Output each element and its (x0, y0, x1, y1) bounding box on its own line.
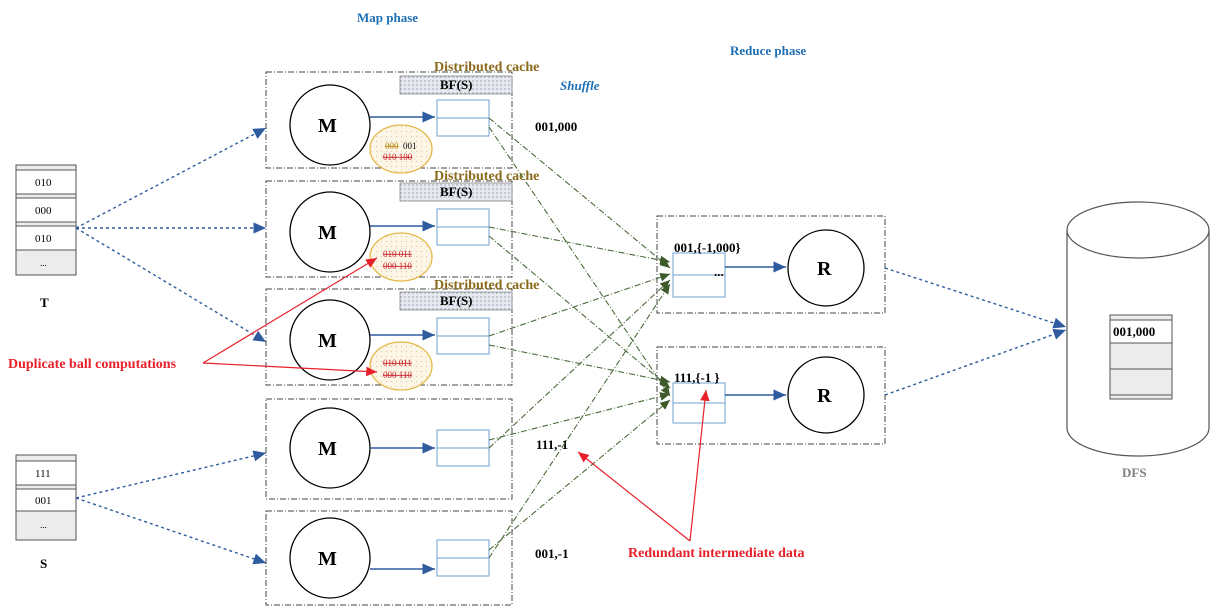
reducer-buffers (672, 252, 726, 424)
dfs-storage: 001,000 DFS (1066, 201, 1210, 480)
mapper-label: M (318, 115, 337, 137)
mapper-label: M (318, 330, 337, 352)
mapper-2: M (289, 191, 371, 273)
mapper-1: M (289, 84, 371, 166)
table-S: 111 001 ... S (15, 454, 77, 571)
reducer-label: R (817, 258, 832, 280)
reducer-1-more: ... (714, 264, 724, 279)
cache-group-3: Distributed cache BF(S) (399, 278, 539, 311)
duplicate-ball-arrows (202, 257, 378, 377)
reducer-1-key: 001,{-1,000} (674, 240, 741, 255)
bf-label: BF(S) (440, 77, 473, 92)
mapper-label: M (318, 222, 337, 244)
table-T-name: T (40, 295, 49, 310)
mapper-buffers (436, 99, 490, 577)
table-T-row: 010 (35, 233, 52, 245)
bf-label: BF(S) (440, 184, 473, 199)
reducer-input-arrows (725, 261, 786, 401)
map-phase-label: Map phase (357, 10, 418, 25)
reducer-2: R (787, 356, 865, 434)
ball-struck-text: 000 110 (383, 370, 412, 380)
reducer-label: R (817, 385, 832, 407)
distributed-cache-label: Distributed cache (434, 60, 539, 75)
table-S-row: 001 (35, 495, 52, 507)
reducer-containers (656, 215, 886, 445)
ball-3: 010 011 000 110 (369, 341, 433, 391)
reducer-2-key: 111,{-1 } (674, 370, 720, 385)
ball-struck-text: 010 011 (383, 249, 412, 259)
dfs-output-arrows (884, 267, 1067, 396)
distributed-cache-label: Distributed cache (434, 169, 539, 184)
emit-label-m1: 001,000 (535, 119, 577, 134)
mapper-label: M (318, 548, 337, 570)
dfs-row: 001,000 (1113, 324, 1155, 339)
table-T-row: 000 (35, 205, 52, 217)
redundant-data-arrows (577, 389, 710, 542)
dfs-label: DFS (1122, 465, 1147, 480)
shuffle-lines (488, 117, 671, 559)
table-T: 010 000 010 ... T (15, 164, 77, 310)
ball-2: 010 011 000 110 (369, 232, 433, 282)
table-T-row: ... (40, 258, 47, 268)
mapper-4: M (289, 407, 371, 489)
ball-struck-text: 000 (385, 141, 399, 151)
ball-struck-text: 010 011 (383, 358, 412, 368)
redundant-data-label: Redundant intermediate data (628, 546, 805, 561)
reduce-phase-label: Reduce phase (730, 43, 806, 58)
mapper-label: M (318, 438, 337, 460)
mapper-output-arrows (370, 111, 435, 575)
shuffle-label: Shuffle (560, 78, 600, 93)
table-T-row: 010 (35, 177, 52, 189)
emit-label-m4: 111,-1 (536, 437, 568, 452)
cache-group-1: Distributed cache BF(S) (399, 60, 539, 95)
ball-1: 000 001 010 100 (369, 124, 433, 174)
reducer-1: R (787, 229, 865, 307)
mapper-5: M (289, 517, 371, 599)
ball-kept-text: 001 (403, 141, 417, 151)
emit-label-m5: 001,-1 (535, 546, 569, 561)
ball-struck-text: 000 110 (383, 261, 412, 271)
duplicate-ball-label: Duplicate ball computations (8, 357, 177, 372)
cache-group-2: Distributed cache BF(S) (399, 169, 539, 202)
ball-struck-text: 010 100 (383, 152, 413, 162)
input-arrows (75, 127, 267, 565)
table-S-row: 111 (35, 468, 51, 480)
mapper-3: M (289, 299, 371, 381)
table-S-row: ... (40, 520, 47, 530)
bf-label: BF(S) (440, 293, 473, 308)
distributed-cache-label: Distributed cache (434, 278, 539, 293)
table-S-name: S (40, 556, 47, 571)
